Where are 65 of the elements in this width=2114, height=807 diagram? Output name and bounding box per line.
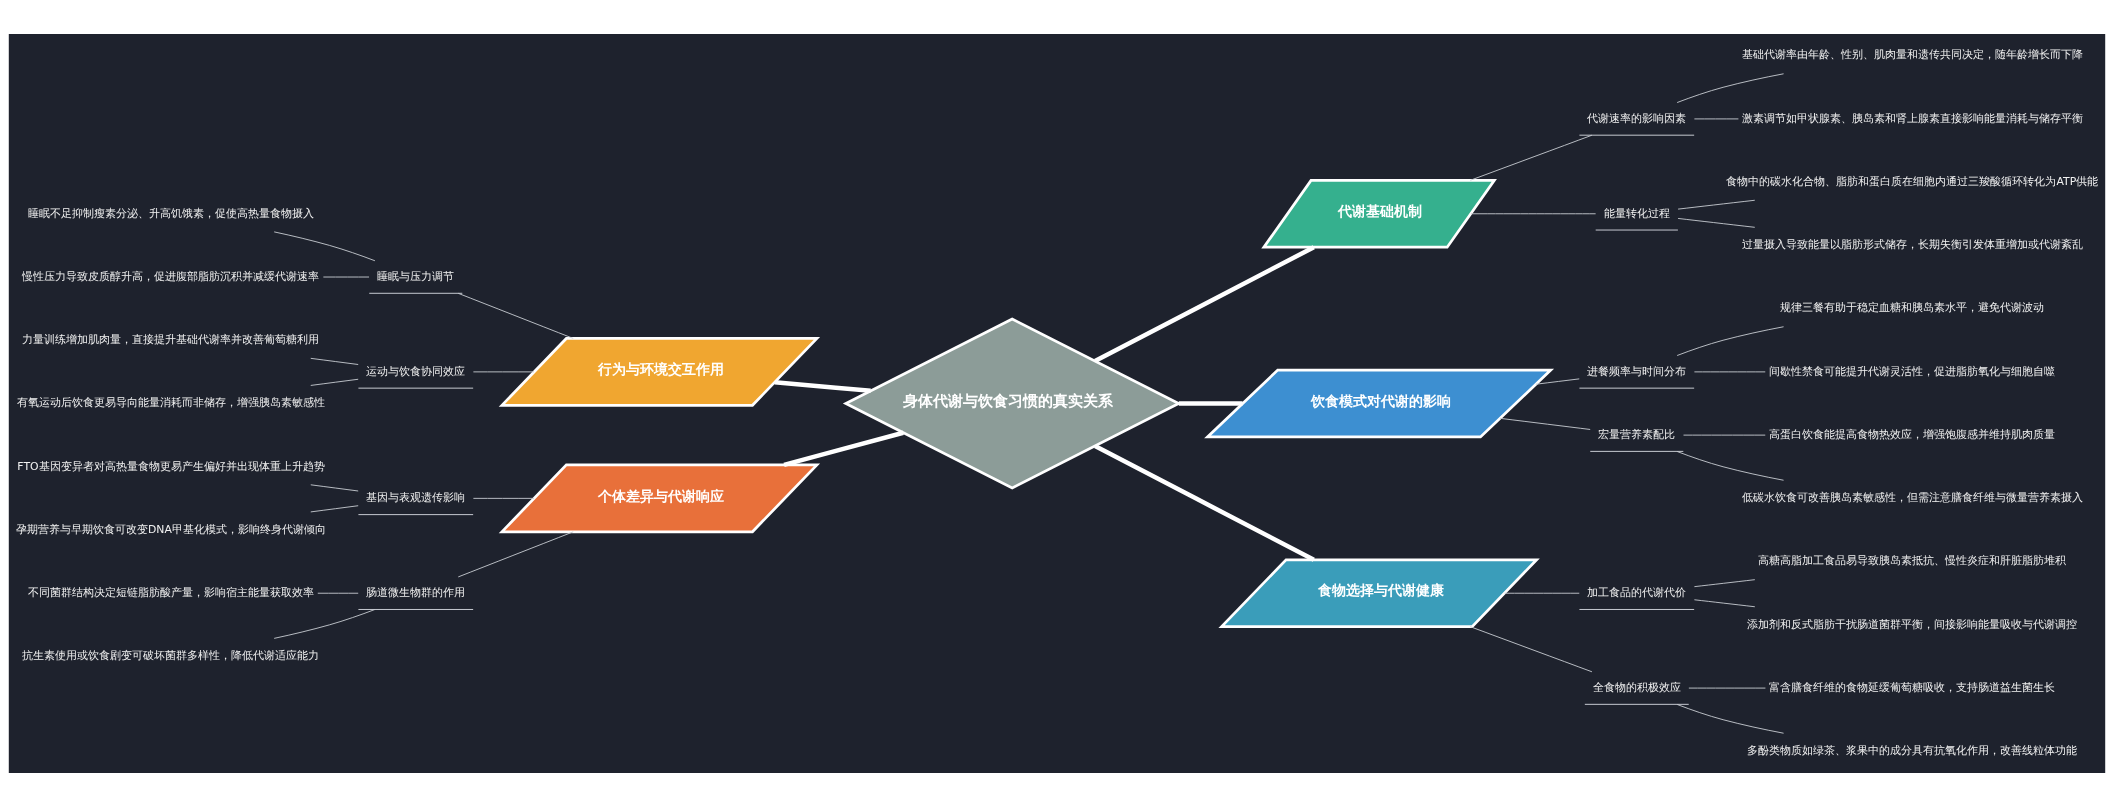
node-text: 基础代谢率由年龄、性别、肌肉量和遗传共同决定，随年龄增长而下降 <box>1741 48 2083 62</box>
node-text: 规律三餐有助于稳定血糖和胰岛素水平，避免代谢波动 <box>1780 301 2045 315</box>
connector <box>1693 599 1756 608</box>
connector <box>1178 401 1243 406</box>
node-text: 能量转化过程 <box>1603 206 1670 220</box>
node-text: 全食物的积极效应 <box>1592 680 1681 694</box>
node-text: 多酚类物质如绿茶、浆果中的成分具有抗氧化作用，改善线粒体功能 <box>1747 744 2078 758</box>
connector <box>783 430 904 468</box>
node-text: 慢性压力导致皮质醇升高，促进腹部脂肪沉积并减缓代谢速率 <box>22 269 320 283</box>
connector <box>1504 592 1580 594</box>
connector <box>1470 213 1597 215</box>
node-text: 孕期营养与早期饮食可改变DNA甲基化模式，影响终身代谢倾向 <box>16 522 326 536</box>
node-text: FTO基因变异者对高热量食物更易产生偏好并出现体重上升趋势 <box>17 459 325 473</box>
node-text: 加工食品的代谢代价 <box>1587 586 1687 600</box>
connector <box>1676 704 1784 734</box>
connector <box>1676 451 1784 481</box>
connector <box>1469 626 1593 673</box>
node-text: 高蛋白饮食能提高食物热效应，增强饱腹感并维持肌肉质量 <box>1769 427 2056 441</box>
connector <box>1676 73 1784 103</box>
node-text: 有氧运动后饮食更易导向能量消耗而非储存，增强胰岛素敏感性 <box>16 396 325 410</box>
node-text: 运动与饮食协同效应 <box>366 364 466 378</box>
connector <box>1469 134 1593 181</box>
node-text: 间歇性禁食可能提升代谢灵活性，促进脂肪氧化与细胞自噬 <box>1769 364 2056 378</box>
connector <box>310 505 359 513</box>
connector <box>1676 326 1784 356</box>
connector <box>273 609 376 639</box>
connector <box>1677 199 1756 210</box>
node-text: 睡眠不足抑制瘦素分泌、升高饥饿素，促使高热量食物摄入 <box>27 206 314 220</box>
connector <box>310 484 359 492</box>
connector <box>472 497 535 499</box>
connector <box>457 292 574 339</box>
node-text: 不同菌群结构决定短链脂肪酸产量，影响宿主能量获取效率 <box>27 586 314 600</box>
connector <box>273 231 376 262</box>
node-text: 肠道微生物群的作用 <box>366 586 466 600</box>
node-text: 过量摄入导致能量以脂肪形式储存，长期失衡引发体重增加或代谢紊乱 <box>1741 238 2083 252</box>
node-diamond: 身体代谢与饮食习惯的真实关系 <box>842 317 1182 490</box>
connector <box>310 357 359 365</box>
connector <box>1677 218 1756 228</box>
node-text: 睡眠与压力调节 <box>377 269 455 283</box>
node-text: 高糖高脂加工食品易导致胰岛素抵抗、慢性炎症和肝脏脂肪堆积 <box>1758 554 2067 568</box>
connector <box>774 379 871 394</box>
connector <box>1688 687 1766 689</box>
node-text: 抗生素使用或饮食剧变可破坏菌群多样性，降低代谢适应能力 <box>22 649 320 663</box>
connector <box>1693 118 1739 120</box>
node-text: 富含膳食纤维的食物延缓葡萄糖吸收，支持肠道益生菌生长 <box>1769 680 2056 694</box>
connector <box>1535 378 1580 385</box>
connector <box>1094 444 1315 562</box>
node-text: 进餐频率与时间分布 <box>1587 364 1687 378</box>
node-text: 宏量营养素配比 <box>1598 427 1676 441</box>
connector <box>457 531 574 578</box>
connector <box>317 592 359 594</box>
connector <box>1499 417 1591 430</box>
connector <box>472 371 535 373</box>
node-text: 基因与表观遗传影响 <box>366 491 466 505</box>
connector <box>1693 579 1756 588</box>
node-text: 激素调节如甲状腺素、胰岛素和肾上腺素直接影响能量消耗与储存平衡 <box>1741 111 2083 125</box>
connector <box>1693 371 1766 373</box>
node-text: 食物中的碳水化合物、脂肪和蛋白质在细胞内通过三羧酸循环转化为ATP供能 <box>1726 174 2099 188</box>
node-text: 力量训练增加肌肉量，直接提升基础代谢率并改善葡萄糖利用 <box>22 333 320 347</box>
node-text: 添加剂和反式脂肪干扰肠道菌群平衡，间接影响能量吸收与代谢调控 <box>1747 617 2078 631</box>
connector <box>310 378 359 386</box>
connector <box>1683 434 1766 436</box>
node-text: 代谢速率的影响因素 <box>1587 111 1687 125</box>
node-text: 低碳水饮食可改善胰岛素敏感性，但需注意膳食纤维与微量营养素摄入 <box>1741 491 2083 505</box>
connector <box>1094 245 1315 363</box>
